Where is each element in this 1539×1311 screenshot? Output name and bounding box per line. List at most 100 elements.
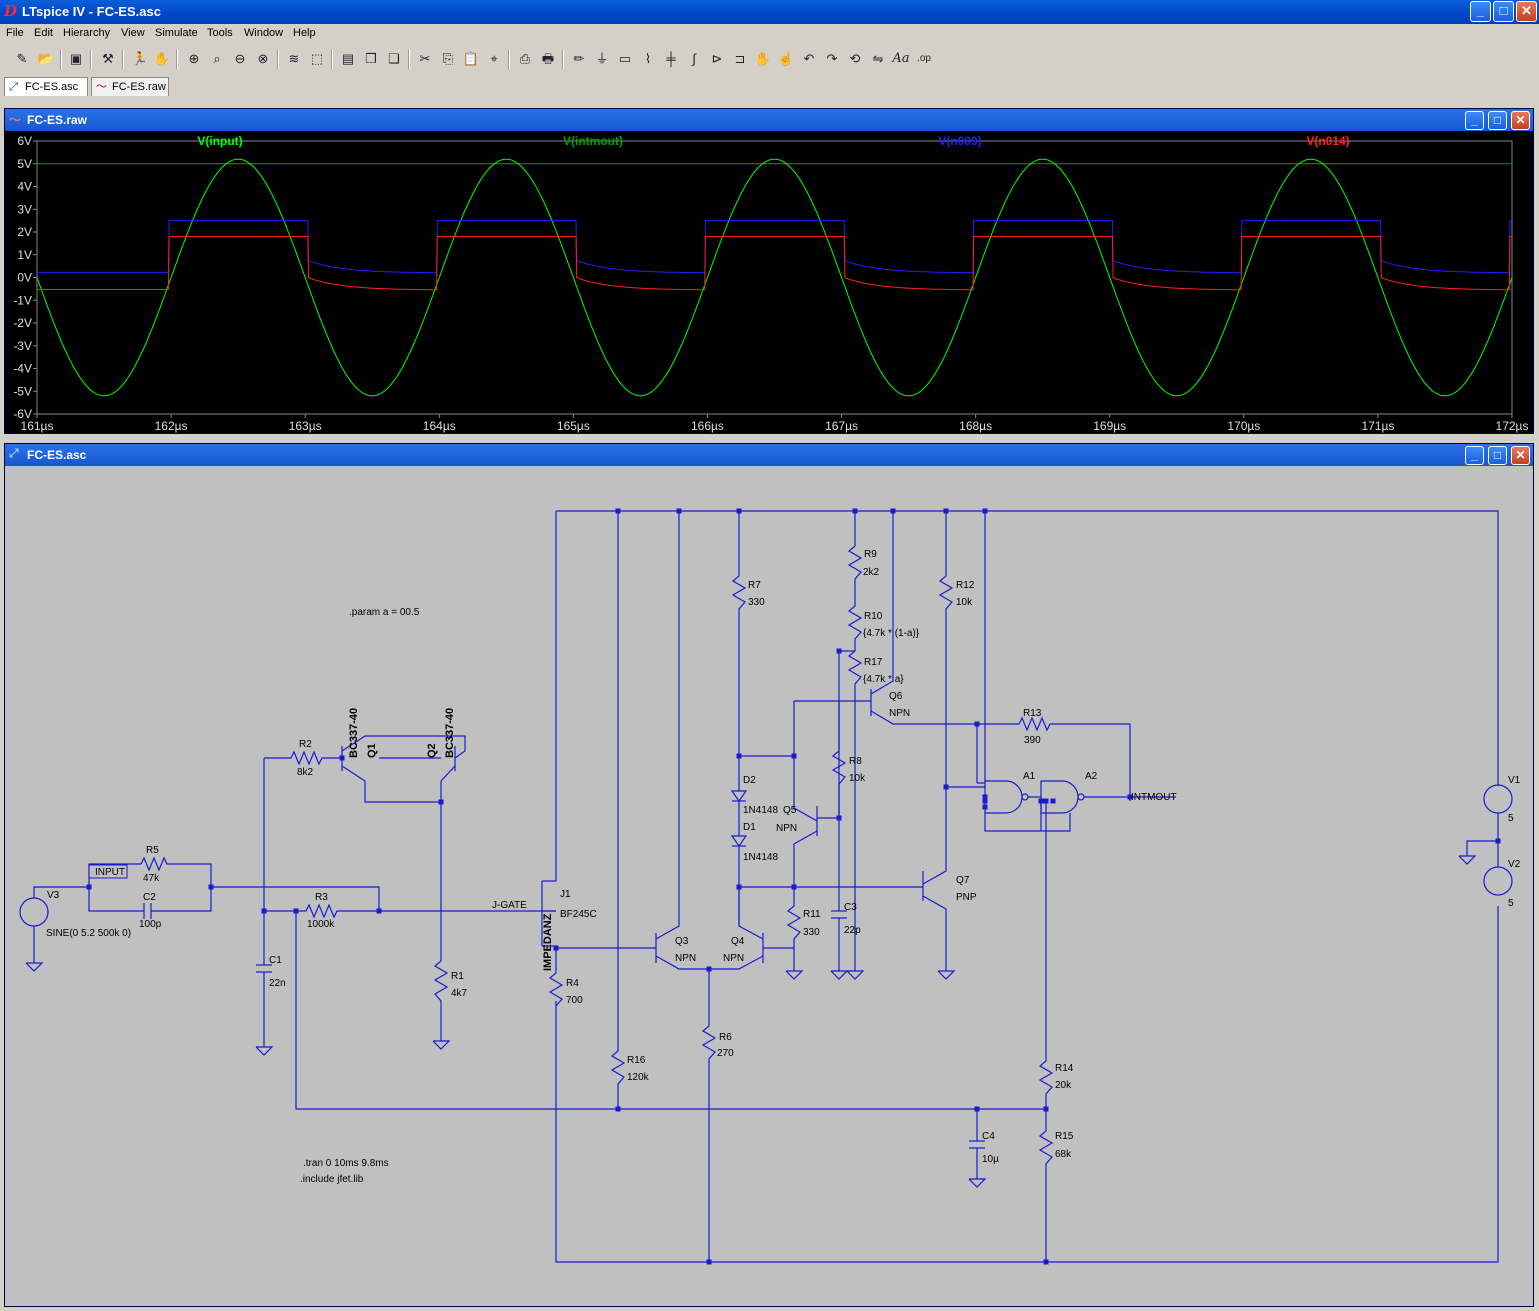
q6-model: NPN	[889, 708, 910, 719]
q7-model: PNP	[956, 892, 977, 903]
net-label-intmout: INTMOUT	[1131, 792, 1177, 803]
undo-icon[interactable]: ↶	[803, 51, 815, 66]
waveform-minimize-button[interactable]: _	[1465, 111, 1484, 130]
zoom-out-icon[interactable]: ⊖	[234, 51, 246, 66]
junction-dot	[974, 721, 980, 727]
move-icon[interactable]: ✋	[754, 51, 772, 66]
waveform-close-button[interactable]: ✕	[1511, 111, 1530, 130]
legend-vinput: V(input)	[197, 134, 242, 148]
legend-vintmout: V(intmout)	[563, 134, 623, 148]
menu-tools[interactable]: Tools	[207, 27, 233, 39]
capacitor-icon[interactable]: ╪	[666, 51, 676, 66]
r16-value: 120k	[627, 1072, 650, 1083]
r5-label: R5	[146, 845, 159, 856]
waveform-plot[interactable]: V(input)V(intmout)V(n009)V(n014)6V5V4V3V…	[5, 131, 1533, 433]
y-tick-label: 3V	[17, 202, 32, 216]
close-button[interactable]: ✕	[1516, 1, 1537, 22]
close-window-icon[interactable]: ❏	[388, 51, 400, 66]
q4-model: NPN	[723, 953, 744, 964]
menu-hierarchy[interactable]: Hierarchy	[63, 27, 111, 39]
schematic-minimize-button[interactable]: _	[1465, 446, 1484, 465]
menu-bar: File Edit Hierarchy View Simulate Tools …	[0, 25, 1539, 44]
maximize-button[interactable]: □	[1493, 1, 1514, 22]
rotate-icon[interactable]: ⟲	[849, 51, 861, 66]
junction-dot	[982, 794, 988, 800]
r6-value: 270	[717, 1048, 734, 1059]
ground-icon[interactable]: ⏚	[595, 51, 609, 66]
zoom-in-icon[interactable]: ⊕	[188, 51, 200, 66]
component-icon[interactable]: ⊐	[734, 51, 746, 66]
q1-model: BC337-40	[348, 708, 360, 758]
zoom-area-icon[interactable]: ⌕	[213, 51, 221, 66]
waveform-window-title: FC-ES.raw	[27, 113, 88, 127]
schematic-icon: ⤢	[9, 446, 19, 460]
tab-fc-es-raw[interactable]: 〜 FC-ES.raw	[91, 77, 169, 96]
menu-simulate[interactable]: Simulate	[155, 27, 198, 39]
x-tick-label: 169µs	[1093, 419, 1126, 433]
zoom-cancel-icon[interactable]: ⊗	[257, 51, 269, 66]
schematic-icon: ⤢	[9, 81, 18, 93]
r16-label: R16	[627, 1055, 646, 1066]
tab-fc-es-asc[interactable]: ⤢ FC-ES.asc	[4, 77, 88, 96]
halt-icon[interactable]: ✋	[153, 51, 171, 66]
r1-label: R1	[451, 971, 464, 982]
r17-value: {4.7k * a}	[863, 674, 904, 685]
junction-dot	[438, 799, 444, 805]
x-tick-label: 170µs	[1227, 419, 1260, 433]
mirror-icon[interactable]: ⇋	[872, 51, 884, 66]
print-icon[interactable]: 🖶	[541, 51, 555, 66]
cascade-icon[interactable]: ❐	[365, 51, 377, 66]
c1-value: 22n	[269, 978, 286, 989]
a1-label: A1	[1023, 771, 1036, 782]
y-tick-label: -6V	[13, 407, 32, 421]
c1-label: C1	[269, 955, 282, 966]
menu-edit[interactable]: Edit	[34, 27, 53, 39]
open-icon[interactable]: 📂	[37, 51, 55, 66]
ltspice-app-icon[interactable]: D	[4, 2, 18, 20]
paste-icon[interactable]: 📋	[462, 51, 480, 66]
q6-label: Q6	[889, 691, 903, 702]
q2-label: Q2	[426, 743, 438, 758]
inductor-icon[interactable]: ∫	[692, 51, 696, 66]
spice-directive-icon[interactable]: .op	[917, 53, 931, 64]
waveform-maximize-button[interactable]: □	[1488, 111, 1507, 130]
autorange-icon[interactable]: ≋	[288, 51, 300, 66]
new-schematic-icon[interactable]: ✎	[16, 51, 28, 66]
schematic-maximize-button[interactable]: □	[1488, 446, 1507, 465]
copy-icon[interactable]: ⎘	[442, 51, 454, 66]
j1-model: BF245C	[560, 909, 597, 920]
label-net-icon[interactable]: ▭	[618, 51, 632, 66]
diode-icon[interactable]: ⊳	[711, 51, 723, 66]
junction-dot	[615, 508, 621, 514]
menu-help[interactable]: Help	[293, 27, 316, 39]
run-icon[interactable]: 🏃	[131, 51, 149, 66]
resistor-icon[interactable]: ⌇	[644, 51, 652, 66]
find-icon[interactable]: ⌖	[490, 51, 498, 66]
c3-value: 22p	[844, 925, 861, 936]
undo-zoom-icon[interactable]: ⬚	[310, 51, 324, 66]
drag-icon[interactable]: ☝	[777, 51, 795, 66]
q7-label: Q7	[956, 875, 970, 886]
control-panel-icon[interactable]: ⚒	[102, 51, 114, 66]
menu-view[interactable]: View	[121, 27, 145, 39]
q2-model: BC337-40	[444, 708, 456, 758]
minimize-button[interactable]: _	[1470, 1, 1491, 22]
schematic-canvas[interactable]: .param a = 00.5.tran 0 10ms 9.8ms.includ…	[5, 466, 1533, 1306]
print-preview-icon[interactable]: ⎙	[519, 51, 531, 66]
schematic-close-button[interactable]: ✕	[1511, 446, 1530, 465]
r13-value: 390	[1024, 735, 1041, 746]
redo-icon[interactable]: ↷	[826, 51, 838, 66]
junction-dot	[376, 908, 382, 914]
q3-label: Q3	[675, 936, 689, 947]
menu-file[interactable]: File	[6, 27, 24, 39]
save-icon[interactable]: ▣	[69, 51, 83, 66]
tile-horizontal-icon[interactable]: ▤	[341, 51, 355, 66]
r11-value: 330	[803, 927, 820, 938]
menu-window[interactable]: Window	[244, 27, 284, 39]
r4-label: R4	[566, 978, 579, 989]
draw-wire-icon[interactable]: ✏	[573, 51, 585, 66]
cut-icon[interactable]: ✂	[419, 51, 431, 66]
junction-dot	[836, 648, 842, 654]
text-icon[interactable]: Aa	[892, 51, 910, 66]
r6-label: R6	[719, 1032, 732, 1043]
